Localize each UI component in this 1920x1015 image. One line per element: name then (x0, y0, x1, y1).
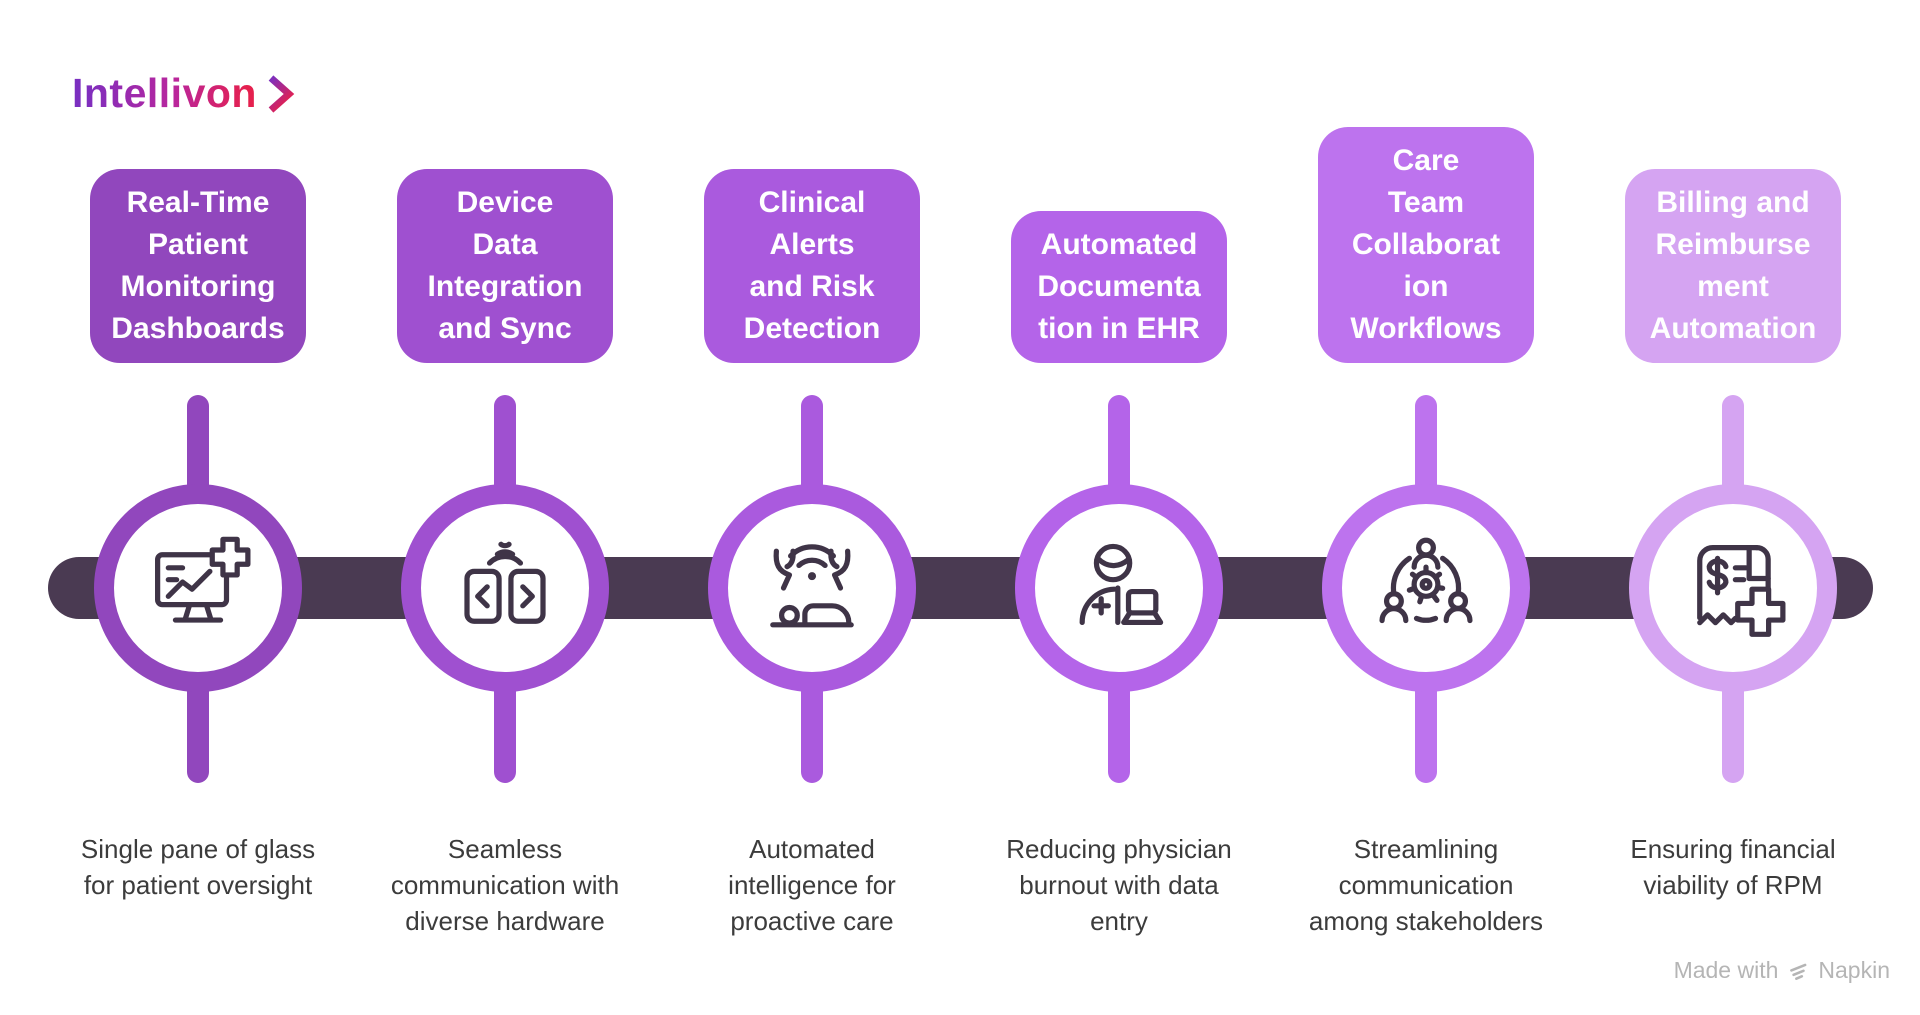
brand-logo-text: Intellivon (72, 70, 257, 116)
stage-caption-4: Reducing physician burnout with data ent… (1006, 834, 1232, 936)
stage-title-box-5: Care Team Collaborat ion Workflows (1318, 127, 1534, 363)
stage-caption-2: Seamless communication with diverse hard… (390, 834, 620, 936)
stage-title-6: Billing and Reimburse ment Automation (1649, 186, 1817, 345)
timeline-node-2 (401, 484, 609, 692)
devices-sync-icon (464, 541, 546, 624)
stage-title-1: Real-Time Patient Monitoring Dashboards (111, 186, 285, 345)
physician-laptop-icon (1079, 543, 1164, 626)
stage-caption-5: Streamlining communication among stakeho… (1308, 834, 1544, 936)
stage-caption-6: Ensuring financial viability of RPM (1630, 834, 1836, 900)
stage-title-box-2: Device Data Integration and Sync (397, 169, 613, 363)
timeline-node-4 (1015, 484, 1223, 692)
napkin-logo-icon (1790, 963, 1807, 980)
stage-caption-3: Automated intelligence for proactive car… (728, 834, 896, 936)
timeline-node-5 (1322, 484, 1530, 692)
stage-title-box-3: Clinical Alerts and Risk Detection (704, 169, 920, 363)
chevron-right-icon (268, 74, 295, 113)
stage-caption-1: Single pane of glass for patient oversig… (80, 834, 316, 900)
timeline-bar (48, 557, 1873, 619)
stage-title-2: Device Data Integration and Sync (427, 186, 583, 345)
team-gear-icon (1379, 537, 1473, 624)
watermark-brand: Napkin (1818, 957, 1890, 983)
watermark-prefix: Made with (1673, 957, 1779, 983)
patient-alert-wifi-icon (770, 544, 854, 628)
watermark: Made with Napkin (1674, 957, 1890, 984)
billing-receipt-icon (1697, 545, 1786, 637)
stage-title-5: Care Team Collaborat ion Workflows (1350, 144, 1502, 345)
timeline-node-3 (708, 484, 916, 692)
timeline-node-1 (94, 484, 302, 692)
monitor-chart-plus-icon (155, 536, 251, 623)
stage-title-box-6: Billing and Reimburse ment Automation (1625, 169, 1841, 363)
brand-logo: Intellivon (72, 70, 298, 117)
stage-title-4: Automated Documenta tion in EHR (1037, 228, 1201, 345)
stage-title-box-4: Automated Documenta tion in EHR (1011, 211, 1227, 363)
stage-title-box-1: Real-Time Patient Monitoring Dashboards (90, 169, 306, 363)
timeline-node-6 (1629, 484, 1837, 692)
stage-title-3: Clinical Alerts and Risk Detection (743, 186, 881, 345)
